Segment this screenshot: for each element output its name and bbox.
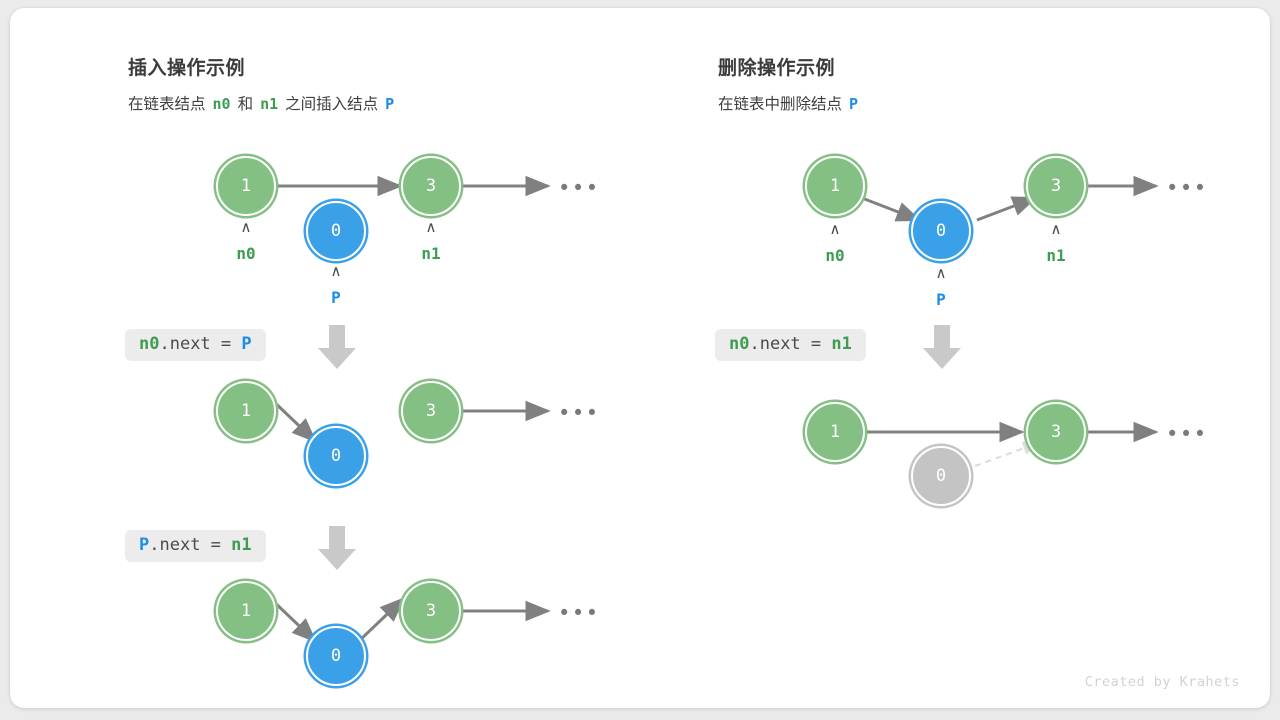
node-p-row1: 0 [306, 201, 366, 261]
code-token-b: .next = [149, 535, 232, 555]
delete-panel-subtitle: 在链表中删除结点 P [718, 92, 858, 114]
code-token-a: P [139, 535, 150, 555]
caret-n0-del-row1: ∧ [829, 220, 841, 238]
node-value: 1 [240, 401, 252, 421]
ellipsis-row3: ••• [558, 601, 600, 625]
node-value: 3 [425, 176, 437, 196]
node-value: 0 [935, 466, 947, 486]
node-deleted-del-row2: 0 [911, 446, 971, 506]
pointer-label-n0-row1: n0 [236, 244, 256, 263]
insert-panel-subtitle: 在链表结点 n0 和 n1 之间插入结点 P [128, 92, 394, 114]
caret-n0-row1: ∧ [240, 218, 252, 236]
delete-panel-title: 删除操作示例 [718, 58, 836, 79]
node-n1-del-row1: 3 [1026, 156, 1086, 216]
node-n0-row1: 1 [216, 156, 276, 216]
edge-deleted-dashed-del-row2 [974, 441, 1040, 467]
node-value: 1 [829, 422, 841, 442]
code-token-c: P [241, 334, 252, 354]
insert-edges [269, 175, 551, 643]
edge-p-to-n1-del-row1 [976, 196, 1038, 222]
node-n1-row3: 3 [401, 581, 461, 641]
caret-n1-del-row1: ∧ [1050, 220, 1062, 238]
pointer-label-p-del-row1: P [936, 290, 946, 309]
node-n1-row2: 3 [401, 381, 461, 441]
subtitle-token-p: P [849, 95, 859, 113]
code-chip-insert-step1: n0.next = P [125, 329, 266, 361]
node-n1-row1: 3 [401, 156, 461, 216]
pointer-label-n1-row1: n1 [421, 244, 441, 263]
subtitle-text-suffix: 之间插入结点 [285, 96, 379, 113]
edge-n0-to-p-row2 [269, 397, 317, 443]
subtitle-text-prefix: 在链表结点 [128, 96, 206, 113]
node-value: 0 [935, 221, 947, 241]
node-value: 1 [240, 176, 252, 196]
node-p-row3: 0 [306, 626, 366, 686]
code-chip-delete-step1: n0.next = n1 [715, 329, 866, 361]
caret-n1-row1: ∧ [425, 218, 437, 236]
node-p-row2: 0 [306, 426, 366, 486]
code-token-c: n1 [231, 535, 252, 555]
ellipsis-row2: ••• [558, 401, 600, 425]
code-token-a: n0 [729, 334, 750, 354]
subtitle-text-mid: 和 [237, 96, 254, 113]
code-chip-insert-step2: P.next = n1 [125, 530, 266, 562]
code-token-b: .next = [159, 334, 242, 354]
caret-p-row1: ∧ [330, 262, 342, 280]
node-n0-row3: 1 [216, 581, 276, 641]
pointer-label-p-row1: P [331, 288, 341, 307]
caret-p-del-row1: ∧ [935, 264, 947, 282]
node-p-del-row1: 0 [911, 201, 971, 261]
node-value: 3 [425, 601, 437, 621]
node-value: 3 [1050, 422, 1062, 442]
down-arrow-icon-delete-step1 [923, 325, 961, 369]
panel-insert: 插入操作示例 在链表结点 n0 和 n1 之间插入结点 P [10, 8, 640, 708]
node-n0-del-row2: 1 [805, 402, 865, 462]
code-token-a: n0 [139, 334, 160, 354]
node-value: 1 [240, 601, 252, 621]
node-n0-row2: 1 [216, 381, 276, 441]
subtitle-text-prefix: 在链表中删除结点 [718, 96, 843, 113]
edge-n0-to-p-row3 [269, 597, 317, 643]
node-n0-del-row1: 1 [805, 156, 865, 216]
edge-n0-to-p-del-row1 [861, 196, 922, 222]
ellipsis-del-row1: ••• [1166, 176, 1208, 200]
pointer-label-n1-del-row1: n1 [1046, 246, 1066, 265]
ellipsis-row1: ••• [558, 176, 600, 200]
insert-panel-title: 插入操作示例 [128, 58, 246, 79]
node-value: 3 [425, 401, 437, 421]
down-arrow-icon-insert-step2 [318, 526, 356, 570]
node-value: 0 [330, 446, 342, 466]
node-value: 3 [1050, 176, 1062, 196]
edge-p-to-n1-row3 [357, 597, 405, 643]
ellipsis-del-row2: ••• [1166, 422, 1208, 446]
pointer-label-n0-del-row1: n0 [825, 246, 845, 265]
credit-text: Created by Krahets [1084, 674, 1240, 690]
subtitle-token-n0: n0 [212, 95, 231, 113]
diagram-card: 插入操作示例 在链表结点 n0 和 n1 之间插入结点 P [10, 8, 1270, 708]
node-n1-del-row2: 3 [1026, 402, 1086, 462]
node-value: 0 [330, 221, 342, 241]
code-token-c: n1 [831, 334, 852, 354]
node-value: 1 [829, 176, 841, 196]
node-value: 0 [330, 646, 342, 666]
subtitle-token-p: P [385, 95, 395, 113]
panel-delete: 删除操作示例 在链表中删除结点 P [640, 8, 1270, 708]
code-token-b: .next = [749, 334, 832, 354]
delete-edges [861, 175, 1159, 467]
down-arrow-icon-insert-step1 [318, 325, 356, 369]
subtitle-token-n1: n1 [260, 95, 279, 113]
